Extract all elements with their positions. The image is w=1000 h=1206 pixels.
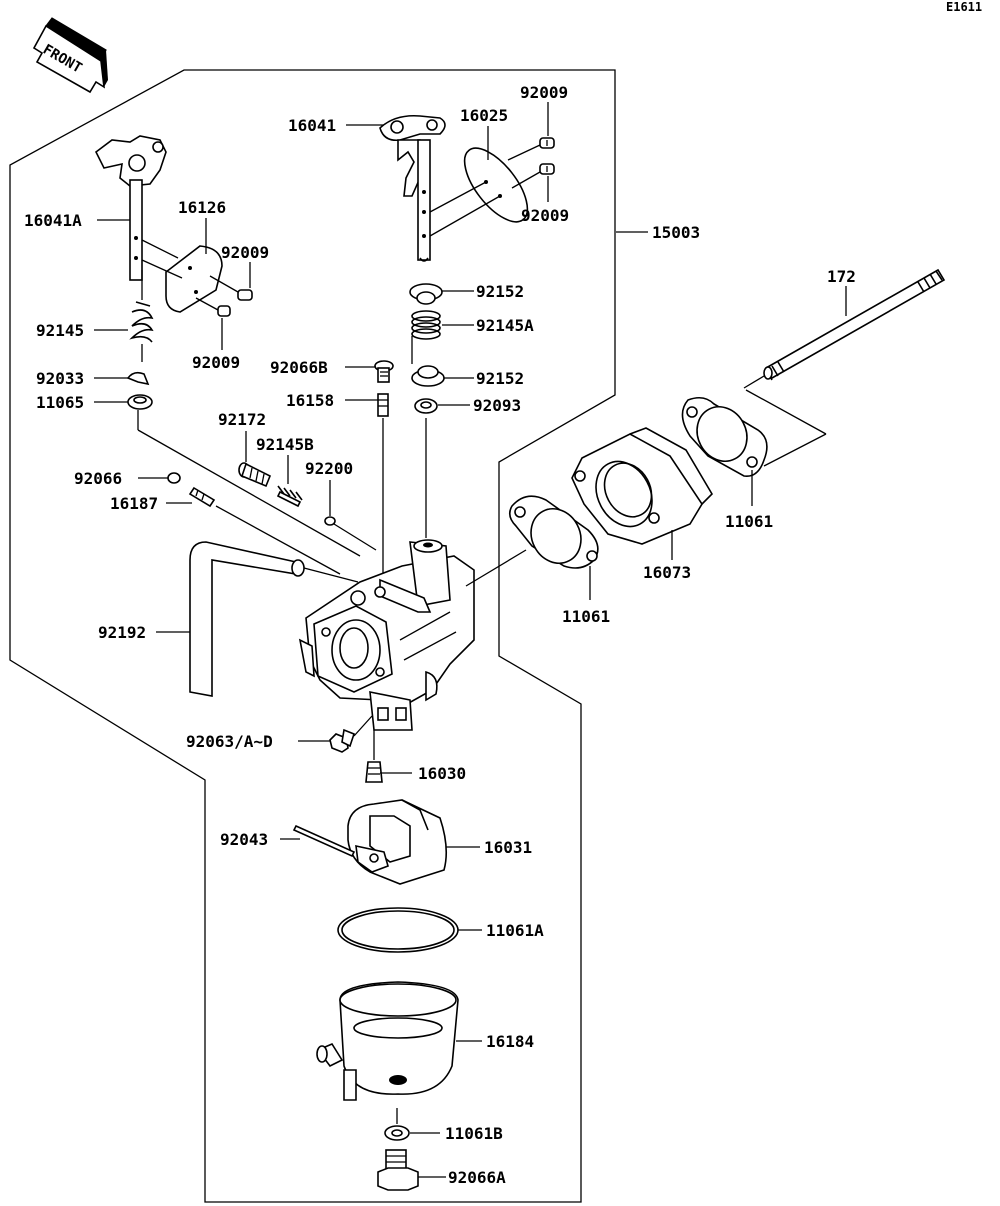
part-label-92192: 92192 [98, 623, 146, 642]
part-label-11061-left: 11061 [562, 607, 610, 626]
screw-92009-top [539, 137, 555, 149]
part-label-172: 172 [827, 267, 856, 286]
spring-92145A [411, 310, 441, 364]
part-label-16041: 16041 [288, 116, 336, 135]
choke-lever-16041 [379, 114, 446, 262]
oring-92093 [414, 398, 438, 538]
gasket-11061-right [681, 396, 768, 477]
insulator-16073 [571, 427, 714, 545]
part-label-16025: 16025 [460, 106, 508, 125]
part-label-16184: 16184 [486, 1032, 534, 1051]
gasket-11061-left [508, 495, 599, 569]
part-label-92009-top: 92009 [520, 83, 568, 102]
part-label-15003: 15003 [652, 223, 700, 242]
leader-lines [94, 102, 847, 1178]
part-label-16187: 16187 [110, 494, 158, 513]
part-label-92043: 92043 [220, 830, 268, 849]
bowl-gasket-11061A [337, 907, 459, 953]
assembly-outline [9, 69, 616, 1203]
part-label-92152-lower: 92152 [476, 369, 524, 388]
float-bowl-16184 [316, 981, 459, 1101]
tube-92192 [189, 541, 359, 697]
part-label-11061A: 11061A [486, 921, 544, 940]
clip-92033 [126, 371, 150, 386]
screw-92172 [238, 462, 272, 488]
part-label-11061B: 11061B [445, 1124, 503, 1143]
plug-92066 [167, 472, 181, 484]
part-label-16073: 16073 [643, 563, 691, 582]
oring-92200 [324, 516, 336, 526]
part-label-92066: 92066 [74, 469, 122, 488]
part-label-16158: 16158 [286, 391, 334, 410]
float-pin-92043 [292, 824, 356, 858]
washer-92152-lower [411, 365, 445, 387]
washer-11061B [384, 1108, 410, 1141]
drain-screw-92063 [329, 715, 373, 753]
part-label-11061-right: 11061 [725, 512, 773, 531]
jet-16158 [377, 393, 389, 580]
part-label-92145B: 92145B [256, 435, 314, 454]
carburetor-body-15003 [298, 539, 475, 731]
screw-92009-left-b [217, 305, 231, 317]
part-label-92009-left-b: 92009 [192, 353, 240, 372]
part-label-92009-lower: 92009 [521, 206, 569, 225]
choke-plate-16025 [463, 147, 529, 223]
part-label-92066A: 92066A [448, 1168, 506, 1187]
part-label-92145: 92145 [36, 321, 84, 340]
screw-92009-lower [539, 163, 555, 175]
part-label-92145A: 92145A [476, 316, 534, 335]
part-label-92033: 92033 [36, 369, 84, 388]
part-label-11065: 11065 [36, 393, 84, 412]
spring-92145 [129, 270, 154, 362]
part-label-92009-left-a: 92009 [221, 243, 269, 262]
part-label-92172: 92172 [218, 410, 266, 429]
part-label-16041A: 16041A [24, 211, 82, 230]
part-label-92093: 92093 [473, 396, 521, 415]
part-label-92200: 92200 [305, 459, 353, 478]
screw-92009-left-a [237, 289, 253, 301]
float-16031 [347, 799, 448, 885]
front-arrow-icon: FRONT [32, 17, 108, 94]
diagram-code: E1611 [946, 0, 982, 14]
part-label-92152-top: 92152 [476, 282, 524, 301]
main-jet-16030 [365, 730, 383, 783]
part-label-92063: 92063/A~D [186, 732, 273, 751]
screw-92066B [374, 360, 394, 383]
seal-11065 [127, 394, 361, 557]
spring-92145B [276, 485, 303, 508]
part-label-16030: 16030 [418, 764, 466, 783]
part-label-16126: 16126 [178, 198, 226, 217]
pilot-jet-16187 [188, 486, 341, 575]
stud-bolt-172 [743, 268, 946, 389]
drain-bolt-92066A [377, 1149, 419, 1191]
throttle-lever-16041A [94, 135, 167, 281]
washer-92152-top [409, 283, 443, 305]
throttle-plate-16126 [165, 245, 223, 313]
part-label-16031: 16031 [484, 838, 532, 857]
part-label-92066B: 92066B [270, 358, 328, 377]
